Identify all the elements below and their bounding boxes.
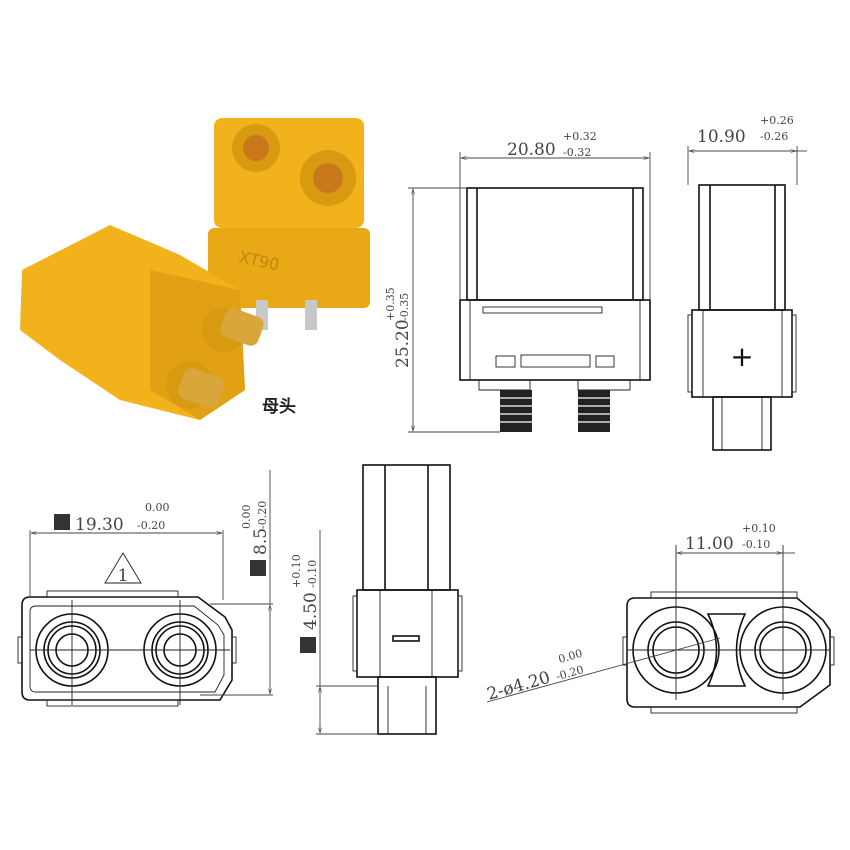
critical-dimension-square-icon bbox=[250, 560, 266, 576]
side-width-value: 10.90 bbox=[697, 127, 746, 147]
pitch-upper: +0.10 bbox=[742, 522, 776, 535]
face-width-upper: 0.00 bbox=[145, 501, 170, 514]
connector-lying bbox=[20, 225, 264, 420]
pin-length-value: 4.50 bbox=[301, 592, 321, 630]
critical-dimension-square-icon bbox=[300, 637, 316, 653]
front-view: 20.80 +0.32 -0.32 25.20 +0.35 -0.35 bbox=[384, 130, 651, 433]
product-photo: XT90 母头 bbox=[20, 118, 370, 420]
front-height-upper: +0.35 bbox=[384, 287, 397, 321]
rear-face-view: 11.00 +0.10 -0.10 2-ø4.20 0.00 -0.20 bbox=[485, 522, 835, 714]
minus-polarity-mark bbox=[392, 635, 420, 642]
mating-face-view: 1 19.30 0.00 -0.20 8.5 0.00 -0.20 bbox=[17, 470, 273, 707]
photo-caption: 母头 bbox=[262, 397, 296, 417]
front-width-lower: -0.32 bbox=[563, 146, 591, 159]
rear-side-view: 4.50 +0.10 -0.10 bbox=[290, 464, 463, 735]
note-number: 1 bbox=[118, 566, 129, 586]
pin-length-lower: -0.10 bbox=[306, 560, 319, 588]
side-width-upper: +0.26 bbox=[760, 114, 794, 127]
pin-length-upper: +0.10 bbox=[290, 554, 303, 588]
hole-leader-line bbox=[486, 637, 721, 703]
front-height-value: 25.20 bbox=[393, 319, 413, 368]
pitch-lower: -0.10 bbox=[742, 538, 770, 551]
critical-dimension-square-icon bbox=[54, 514, 70, 530]
side-width-lower: -0.26 bbox=[760, 130, 788, 143]
face-height-lower: -0.20 bbox=[256, 501, 269, 529]
pitch-value: 11.00 bbox=[685, 534, 734, 554]
face-width-value: 19.30 bbox=[75, 515, 124, 535]
hole-diameter-upper: 0.00 bbox=[557, 647, 584, 666]
front-width-value: 20.80 bbox=[507, 140, 556, 160]
front-width-upper: +0.32 bbox=[563, 130, 597, 143]
face-height-value: 8.5 bbox=[251, 528, 271, 555]
hole-diameter-lower: -0.20 bbox=[554, 663, 585, 683]
hole-diameter-value: 2-ø4.20 bbox=[485, 668, 553, 705]
plus-polarity-mark: + bbox=[730, 340, 753, 373]
side-view: + 10.90 +0.26 -0.26 bbox=[687, 114, 807, 451]
face-width-lower: -0.20 bbox=[137, 519, 165, 532]
front-height-lower: -0.35 bbox=[398, 293, 411, 321]
face-height-upper: 0.00 bbox=[240, 505, 253, 530]
